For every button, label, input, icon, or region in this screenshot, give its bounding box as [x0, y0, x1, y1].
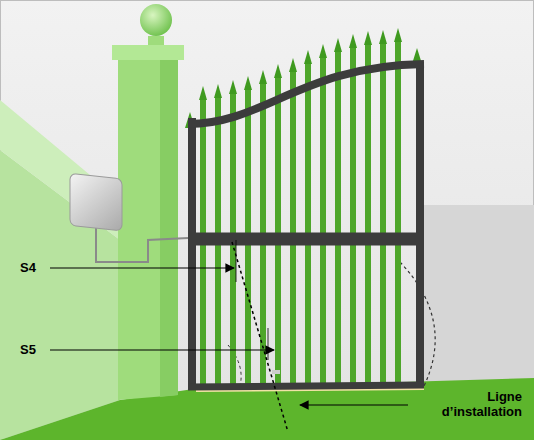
- ground: [0, 378, 534, 440]
- wire: [96, 228, 188, 262]
- gate-mark: [272, 370, 280, 374]
- callout-label: S4: [20, 260, 48, 275]
- spike: [334, 38, 342, 52]
- picket: [305, 62, 311, 385]
- gate-frame: [188, 62, 424, 390]
- picket: [380, 42, 386, 385]
- picket: [395, 40, 401, 385]
- tick-s4: [236, 240, 237, 282]
- spike: [304, 50, 312, 64]
- spike: [214, 84, 222, 98]
- line-label: Ligne d’installation: [418, 389, 522, 419]
- picket: [290, 70, 296, 385]
- leader-s4: [50, 267, 234, 268]
- picket: [275, 76, 281, 385]
- spike: [229, 80, 237, 94]
- spike: [394, 28, 402, 42]
- middle-rail: [188, 233, 424, 246]
- picket-spikes: [185, 28, 422, 128]
- spike: [349, 34, 357, 48]
- callout-label: S5: [20, 342, 48, 357]
- frame-left: [188, 118, 196, 390]
- spike: [319, 44, 327, 58]
- spike: [289, 58, 297, 72]
- spike: [259, 70, 267, 84]
- leader-installation-line: [300, 404, 408, 405]
- pillar: [118, 60, 178, 400]
- right-wall: [424, 205, 534, 388]
- spike: [274, 64, 282, 78]
- pillar-ball: [140, 4, 172, 36]
- tick-s5: [268, 328, 269, 360]
- spike: [244, 76, 252, 90]
- picket: [350, 46, 356, 385]
- picket: [335, 50, 341, 385]
- spike: [364, 31, 372, 45]
- spike: [379, 30, 387, 44]
- picket: [320, 56, 326, 385]
- frame-right: [416, 62, 424, 388]
- picket: [365, 43, 371, 385]
- pillar-side: [160, 60, 178, 397]
- spike: [199, 86, 207, 100]
- frame-top-curve: [188, 64, 424, 124]
- pillar-cap: [112, 45, 184, 60]
- control-box: [70, 173, 122, 230]
- frame-bottom: [188, 385, 424, 387]
- installation-line: [232, 242, 288, 432]
- leader-s5: [50, 349, 274, 350]
- ball-base: [148, 36, 164, 45]
